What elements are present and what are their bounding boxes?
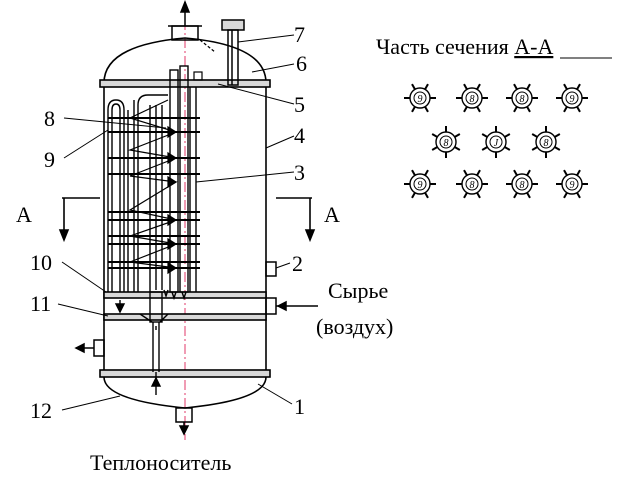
tube-section-symbol: 8 <box>531 126 561 158</box>
section-title-prefix: Часть сечения <box>376 34 514 59</box>
tube-section-tag: 9 <box>570 180 575 191</box>
label-8: 8 <box>44 106 55 131</box>
label-3: 3 <box>294 160 305 185</box>
label-1: 1 <box>294 394 305 419</box>
tube-section-symbol: 9 <box>404 83 436 113</box>
tube-section-tag: 9 <box>570 94 575 105</box>
feed-label-line1: Сырье <box>328 278 388 303</box>
section-title: Часть сечения А-А <box>376 34 553 59</box>
tube-section-symbol: 8 <box>506 83 538 113</box>
tube-section-symbol: 9 <box>556 83 588 113</box>
bottom-flange <box>99 369 271 378</box>
top-head <box>103 37 267 84</box>
section-title-id: А-А <box>514 34 553 59</box>
tube-sheet-lower <box>103 313 267 321</box>
tube-section-tag: 9 <box>418 180 423 191</box>
label-11: 11 <box>30 291 51 316</box>
label-9: 9 <box>44 147 55 172</box>
top-fitting <box>193 39 216 81</box>
flow-zigzag <box>127 99 179 275</box>
nozzle-7 <box>221 19 245 86</box>
tube-section-symbol: 9 <box>556 169 588 199</box>
tube-bundle <box>107 65 197 301</box>
tube-section-symbol: 8 <box>506 169 538 199</box>
coolant-label: Теплоноситель <box>90 450 231 475</box>
tube-section-tag: 8 <box>470 180 475 191</box>
top-nozzle <box>168 0 202 41</box>
section-mark-right: А <box>324 202 340 227</box>
label-7: 7 <box>294 22 305 47</box>
top-flange <box>99 79 271 88</box>
feed-label-line2: (воздух) <box>316 314 393 339</box>
tube-section-symbol: 8 <box>456 169 488 199</box>
baffles <box>108 117 200 269</box>
tube-section-tag: J <box>494 138 499 149</box>
label-4: 4 <box>294 123 305 148</box>
tube-section-tag: 8 <box>444 138 449 149</box>
tube-section-symbol: J <box>481 126 511 158</box>
section-markers <box>58 197 316 243</box>
tube-section-tag: 8 <box>520 180 525 191</box>
tube-section-symbol: 8 <box>456 83 488 113</box>
side-nozzles <box>74 261 318 436</box>
tube-section-tag: 9 <box>418 94 423 105</box>
tube-section-tag: 8 <box>520 94 525 105</box>
label-2: 2 <box>292 251 303 276</box>
central-outlet-tube <box>114 291 169 395</box>
tube-section-symbol: 9 <box>404 169 436 199</box>
label-5: 5 <box>294 92 305 117</box>
label-6: 6 <box>296 51 307 76</box>
leader-lines <box>57 34 295 411</box>
label-12: 12 <box>30 398 52 423</box>
label-10: 10 <box>30 250 52 275</box>
section-mark-left: А <box>16 202 32 227</box>
tube-section-tag: 8 <box>470 94 475 105</box>
tube-section-tag: 8 <box>544 138 549 149</box>
tube-section-symbol: 8 <box>431 126 461 158</box>
